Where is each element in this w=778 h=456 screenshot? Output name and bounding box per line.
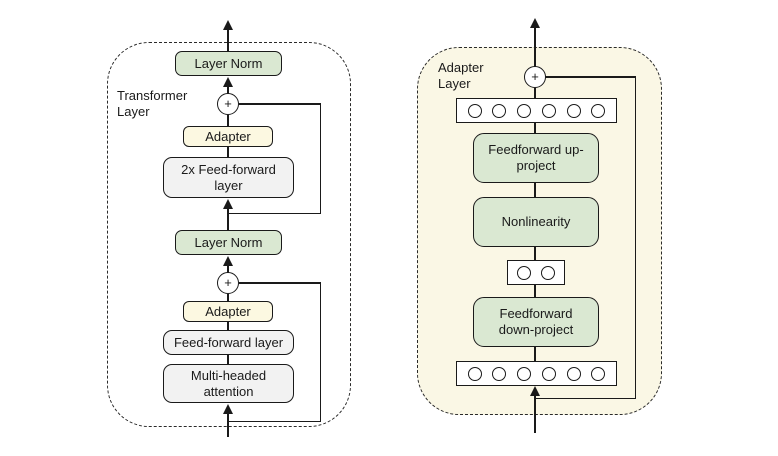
feedforward-down-project-box: Feedforward down-project	[473, 297, 599, 347]
layer-norm-top-box: Layer Norm	[175, 51, 282, 76]
transformer-layer-label: Transformer Layer	[117, 88, 188, 119]
adapter-bottom-box: Adapter	[183, 301, 273, 322]
adapter-layer-label: Adapter Layer	[438, 60, 484, 91]
layer-norm-bottom-box: Layer Norm	[175, 230, 282, 255]
flow-line	[227, 147, 229, 158]
feature-circle	[540, 265, 555, 280]
feature-circle	[541, 366, 556, 381]
arrow-up-icon	[223, 404, 233, 414]
skip-connection-line	[239, 103, 321, 105]
feature-circle	[517, 103, 532, 118]
arrow-up-icon	[223, 199, 233, 209]
skip-connection-line	[228, 420, 321, 423]
skip-connection-line	[239, 282, 321, 284]
adapter-top-box: Adapter	[183, 126, 273, 147]
flow-line	[227, 322, 229, 331]
flow-line	[534, 285, 536, 298]
add-plus: +	[524, 66, 546, 88]
feature-circle	[566, 103, 581, 118]
feature-circle	[492, 103, 507, 118]
bottleneck-vector-row	[507, 260, 565, 285]
flow-line	[534, 393, 536, 433]
feature-circle	[517, 265, 532, 280]
feedforward-2x-box: 2x Feed-forward layer	[163, 157, 294, 198]
feature-circle	[467, 366, 482, 381]
skip-connection-line	[535, 397, 636, 400]
feature-circle	[566, 366, 581, 381]
skip-connection-line	[545, 76, 636, 78]
feature-circle	[591, 103, 606, 118]
feature-circle	[467, 103, 482, 118]
skip-connection-line	[634, 76, 637, 399]
flow-line	[227, 294, 229, 302]
input-vector-row	[456, 361, 617, 386]
arrow-up-icon	[530, 386, 540, 396]
flow-line	[227, 206, 229, 231]
multi-headed-attention-box: Multi-headed attention	[163, 364, 294, 403]
add-plus-bottom: +	[217, 272, 239, 294]
feature-circle	[541, 103, 556, 118]
add-plus-top: +	[217, 93, 239, 115]
flow-line	[534, 26, 536, 67]
arrow-up-icon	[223, 20, 233, 30]
feature-circle	[492, 366, 507, 381]
flow-line	[227, 85, 229, 94]
flow-line	[227, 115, 229, 127]
output-vector-row	[456, 98, 617, 123]
skip-connection-line	[319, 282, 322, 422]
arrow-up-icon	[223, 256, 233, 266]
feature-circle	[591, 366, 606, 381]
flow-line	[534, 347, 536, 362]
arrow-up-icon	[223, 77, 233, 87]
skip-connection-line	[228, 212, 321, 215]
flow-line	[534, 123, 536, 134]
flow-line	[534, 247, 536, 261]
skip-connection-line	[319, 103, 322, 214]
flow-line	[227, 355, 229, 365]
flow-line	[227, 264, 229, 273]
flow-line	[227, 28, 229, 52]
flow-line	[227, 411, 229, 437]
flow-line	[534, 88, 536, 99]
feedforward-up-project-box: Feedforward up-project	[473, 133, 599, 183]
flow-line	[534, 183, 536, 198]
transformer-layer-panel	[107, 42, 351, 427]
arrow-up-icon	[530, 18, 540, 28]
nonlinearity-box: Nonlinearity	[473, 197, 599, 247]
feedforward-box: Feed-forward layer	[163, 330, 294, 355]
feature-circle	[517, 366, 532, 381]
